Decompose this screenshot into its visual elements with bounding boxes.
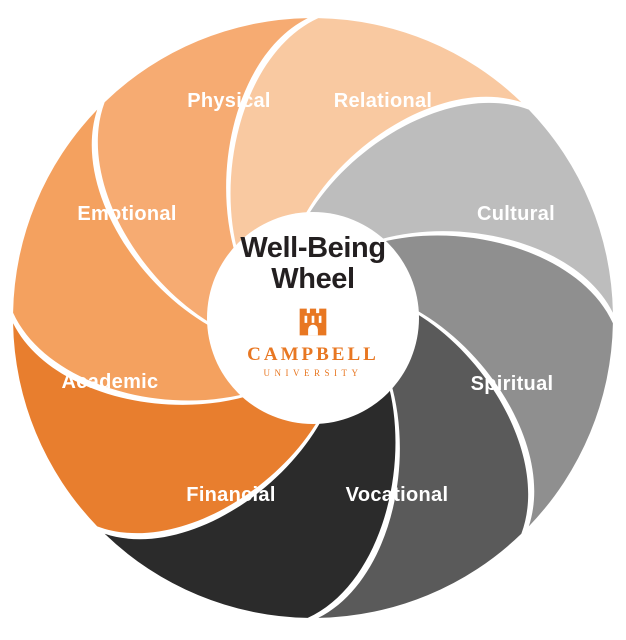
segment-label-physical: Physical bbox=[187, 90, 271, 112]
segment-label-emotional: Emotional bbox=[77, 203, 176, 225]
wheel-segment-academic bbox=[13, 323, 325, 534]
wheel-segment-vocational bbox=[318, 306, 529, 618]
segment-label-relational: Relational bbox=[334, 90, 433, 112]
segment-label-spiritual: Spiritual bbox=[471, 373, 554, 395]
segment-label-vocational: Vocational bbox=[346, 484, 449, 506]
segment-label-financial: Financial bbox=[186, 484, 275, 506]
wheel-segment-cultural bbox=[301, 102, 613, 313]
wheel-hub bbox=[207, 212, 419, 424]
wheel-segment-financial bbox=[104, 374, 396, 618]
wheel-segment-emotional bbox=[13, 109, 257, 401]
segment-label-academic: Academic bbox=[62, 371, 159, 393]
wheel-segment-spiritual bbox=[369, 235, 613, 527]
segment-label-cultural: Cultural bbox=[477, 203, 555, 225]
wheel-segment-relational bbox=[230, 18, 522, 262]
wheel-segment-physical bbox=[97, 18, 308, 330]
